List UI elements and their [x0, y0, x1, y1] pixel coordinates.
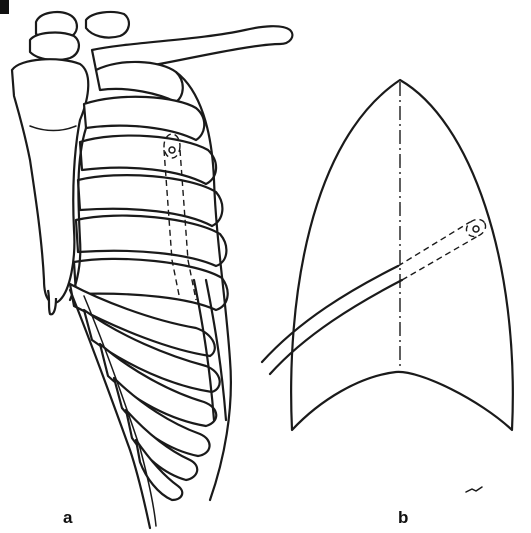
tube-dashed-b-bottom: [402, 236, 478, 280]
panel-a-ribcage: [12, 12, 292, 528]
vertebra-3: [86, 12, 129, 38]
panel-label-a: a: [63, 508, 72, 528]
tube-external-b-top: [262, 266, 398, 362]
vertebra-2: [30, 33, 79, 60]
stray-mark: [466, 487, 482, 492]
tube-external-b-bottom: [270, 280, 402, 374]
tube-dashed-b-top: [398, 222, 470, 266]
panel-label-b: b: [398, 508, 408, 528]
lung-outline: [291, 80, 513, 430]
rib-2: [84, 97, 204, 140]
corner-marker: [0, 0, 9, 14]
panel-b-lung: [262, 80, 513, 430]
tube-hole-b: [473, 226, 479, 232]
